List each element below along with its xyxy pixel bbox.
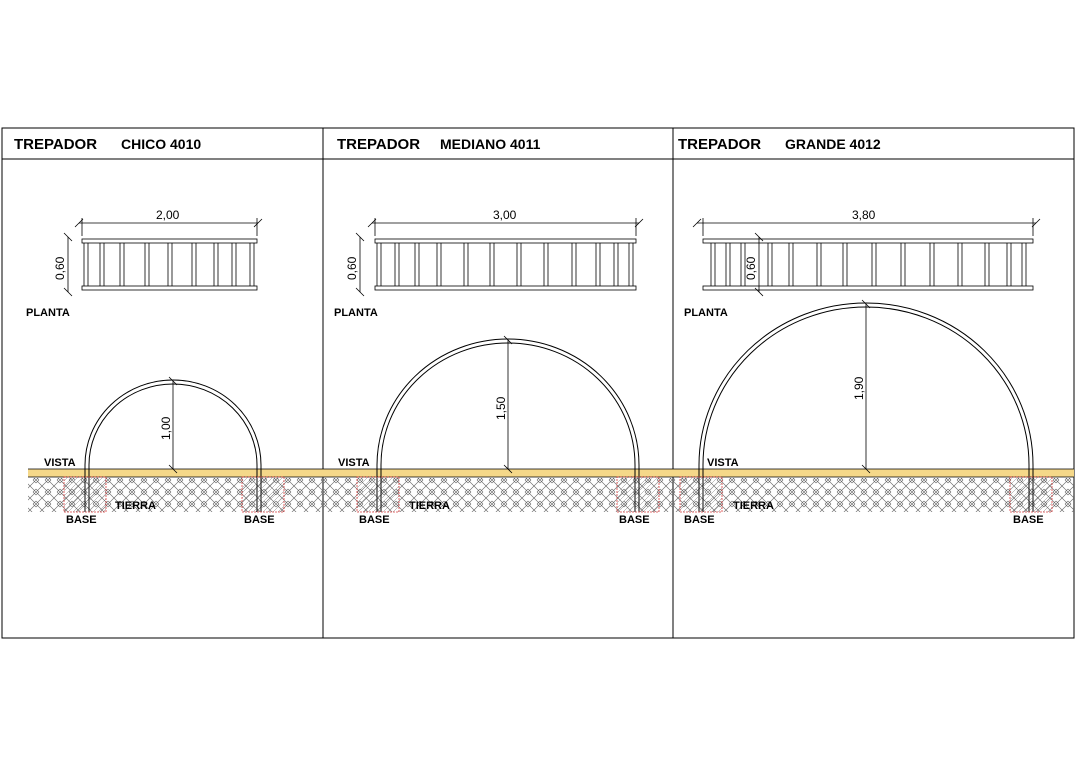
panel-mediano: TREPADOR MEDIANO 4011 3,00 bbox=[334, 136, 660, 526]
soil-label: TIERRA bbox=[409, 500, 450, 512]
panel-title-sub: MEDIANO 4011 bbox=[440, 136, 541, 152]
base-left-label: BASE bbox=[684, 514, 715, 526]
base-left-label: BASE bbox=[66, 514, 97, 526]
height-tick-top bbox=[861, 299, 871, 309]
panel-title-main: TREPADOR bbox=[678, 136, 761, 153]
plan-width-dimension bbox=[367, 218, 644, 236]
base-left bbox=[63, 476, 107, 513]
base-left bbox=[356, 476, 400, 513]
plan-width-label: 3,00 bbox=[493, 208, 517, 222]
plan-view bbox=[702, 238, 1034, 291]
plan-width-dimension bbox=[74, 218, 263, 236]
view-label: VISTA bbox=[44, 457, 76, 469]
plan-view bbox=[81, 238, 258, 291]
plan-label: PLANTA bbox=[26, 307, 70, 319]
plan-depth-dimension bbox=[754, 232, 764, 297]
arch-outer bbox=[698, 302, 1034, 512]
soil-hatch bbox=[28, 478, 1074, 512]
base-right-label: BASE bbox=[619, 514, 650, 526]
height-label: 1,00 bbox=[159, 416, 173, 440]
panel-title-sub: CHICO 4010 bbox=[121, 136, 201, 152]
panel-title-main: TREPADOR bbox=[337, 136, 420, 153]
panel-chico: TREPADOR CHICO 4010 2,00 0,60 PLANTA bbox=[14, 136, 285, 526]
arch-outer bbox=[84, 379, 262, 512]
plan-width-label: 2,00 bbox=[156, 208, 180, 222]
view-label: VISTA bbox=[338, 457, 370, 469]
panel-title-main: TREPADOR bbox=[14, 136, 97, 153]
view-label: VISTA bbox=[707, 457, 739, 469]
base-right bbox=[616, 476, 660, 513]
plan-view bbox=[374, 238, 637, 291]
height-label: 1,90 bbox=[852, 376, 866, 400]
plan-width-dimension bbox=[692, 218, 1041, 236]
base-right-label: BASE bbox=[244, 514, 275, 526]
plan-depth-label: 0,60 bbox=[53, 256, 67, 280]
height-tick-bottom bbox=[861, 464, 871, 474]
plan-label: PLANTA bbox=[334, 307, 378, 319]
base-right bbox=[1009, 476, 1053, 513]
ground-strip bbox=[28, 469, 1074, 477]
height-label: 1,50 bbox=[494, 396, 508, 420]
height-tick-bottom bbox=[503, 464, 513, 474]
soil-label: TIERRA bbox=[733, 500, 774, 512]
plan-depth-label: 0,60 bbox=[744, 256, 758, 280]
plan-label: PLANTA bbox=[684, 307, 728, 319]
base-right-label: BASE bbox=[1013, 514, 1044, 526]
height-tick-top bbox=[503, 335, 513, 345]
panel-title-sub: GRANDE 4012 bbox=[785, 136, 881, 152]
height-tick-bottom bbox=[168, 464, 178, 474]
soil-label: TIERRA bbox=[115, 500, 156, 512]
plan-width-label: 3,80 bbox=[852, 208, 876, 222]
arch-outer bbox=[376, 338, 640, 512]
height-tick-top bbox=[168, 376, 178, 386]
plan-depth-dimension bbox=[355, 232, 365, 297]
base-right bbox=[241, 476, 285, 513]
sheet-frame bbox=[1, 127, 1075, 639]
base-left-label: BASE bbox=[359, 514, 390, 526]
base-left bbox=[679, 476, 723, 513]
panel-grande: TREPADOR GRANDE 4012 3,80 bbox=[678, 136, 1053, 526]
plan-depth-dimension bbox=[63, 232, 73, 297]
plan-depth-label: 0,60 bbox=[345, 256, 359, 280]
